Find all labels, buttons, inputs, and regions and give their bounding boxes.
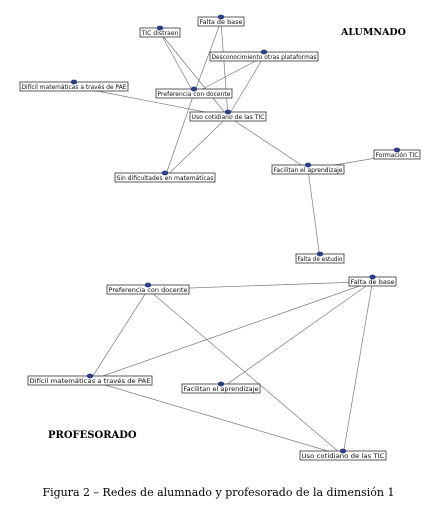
edge-tic_distraen-preferencia_docente: [159, 32, 195, 94]
node-label-falta_base: Falta de base: [200, 19, 243, 26]
node-dot-p_preferencia: [144, 282, 152, 288]
node-falta_estudio: Falta de estudio: [295, 251, 345, 264]
node-formacion_tic: Formación TIC: [373, 147, 421, 160]
node-label-formacion_tic: Formación TIC: [376, 151, 420, 159]
node-label-uso_cotidiano: Uso cotidiano de las TIC: [192, 114, 266, 121]
profesorado-title: PROFESORADO: [48, 430, 137, 441]
node-dot-desconocimiento: [260, 49, 268, 55]
node-sin_dificultades: Sin dificultades en matemáticas: [114, 170, 216, 183]
node-dot-tic_distraen: [156, 25, 164, 31]
edge-p_falta_base-p_uso_cotidiano: [342, 281, 373, 456]
edge-p_falta_base-p_facilitan: [220, 281, 373, 389]
edge-preferencia_docente-sin_dificultades: [164, 93, 195, 178]
node-label-p_dificil_pae: Difícil matemáticas a través de PAE: [30, 377, 151, 385]
node-label-sin_dificultades: Sin dificultades en matemáticas: [117, 174, 214, 182]
node-label-p_uso_cotidiano: Uso cotidiano de las TIC: [302, 453, 386, 460]
node-dot-falta_base: [217, 14, 225, 20]
node-dot-dificil_pae: [70, 79, 78, 85]
node-p_facilitan: Facilitan el aprendizaje: [181, 381, 261, 394]
edge-falta_base-preferencia_docente: [193, 21, 222, 94]
edge-tic_distraen-uso_cotidiano: [159, 32, 229, 117]
edge-uso_cotidiano-facilitan: [227, 116, 309, 170]
node-p_dificil_pae: Difícil matemáticas a través de PAE: [27, 373, 153, 386]
node-label-preferencia_docente: Preferencia con docente: [158, 91, 231, 98]
node-dot-p_falta_base: [369, 274, 376, 280]
node-tic_distraen: TIC distraen: [139, 25, 181, 38]
alumnado-title: ALUMNADO: [340, 27, 406, 38]
node-uso_cotidiano: Uso cotidiano de las TIC: [189, 109, 267, 122]
node-facilitan: Facilitan el aprendizaje: [271, 162, 345, 175]
node-p_falta_base: Falta de base: [348, 274, 397, 287]
node-dificil_pae: Difícil matemáticas a través de PAE: [19, 79, 129, 92]
node-dot-p_facilitan: [217, 381, 225, 387]
edge-p_preferencia-p_uso_cotidiano: [147, 289, 344, 456]
node-label-dificil_pae: Difícil matemáticas a través de PAE: [22, 83, 127, 91]
node-label-p_preferencia: Preferencia con docente: [109, 287, 188, 294]
node-label-p_falta_base: Falta de base: [351, 279, 395, 286]
node-p_preferencia: Preferencia con docente: [106, 282, 190, 295]
edges-layer: [73, 21, 398, 456]
node-label-facilitan: Facilitan el aprendizaje: [274, 167, 343, 174]
node-falta_base: Falta de base: [197, 14, 245, 27]
node-dot-p_dificil_pae: [86, 373, 94, 379]
node-dot-facilitan: [304, 162, 312, 168]
node-label-tic_distraen: TIC distraen: [141, 30, 179, 37]
node-preferencia_docente: Preferencia con docente: [155, 86, 233, 99]
node-dot-formacion_tic: [393, 147, 401, 153]
node-dot-uso_cotidiano: [224, 109, 232, 115]
node-p_uso_cotidiano: Uso cotidiano de las TIC: [299, 448, 387, 461]
node-label-p_facilitan: Facilitan el aprendizaje: [184, 386, 259, 393]
edge-p_dificil_pae-p_uso_cotidiano: [89, 380, 344, 456]
edge-uso_cotidiano-sin_dificultades: [164, 116, 229, 178]
node-dot-preferencia_docente: [190, 86, 198, 92]
node-dot-falta_estudio: [316, 251, 324, 257]
node-dot-p_uso_cotidiano: [339, 448, 347, 454]
node-label-falta_estudio: Falta de estudio: [298, 256, 343, 263]
edge-p_preferencia-p_dificil_pae: [89, 289, 149, 381]
edge-dificil_pae-uso_cotidiano: [73, 86, 229, 117]
node-label-desconocimiento: Desconocimiento otras plataformas: [212, 54, 317, 61]
figure-caption: Figura 2 – Redes de alumnado y profesora…: [42, 486, 394, 499]
edge-p_falta_base-p_dificil_pae: [89, 281, 373, 381]
edge-desconocimiento-uso_cotidiano: [227, 56, 265, 117]
edge-facilitan-falta_estudio: [307, 169, 321, 259]
node-dot-sin_dificultades: [161, 170, 169, 176]
node-desconocimiento: Desconocimiento otras plataformas: [209, 49, 319, 62]
edge-desconocimiento-preferencia_docente: [193, 56, 265, 94]
edge-falta_base-uso_cotidiano: [220, 21, 229, 117]
